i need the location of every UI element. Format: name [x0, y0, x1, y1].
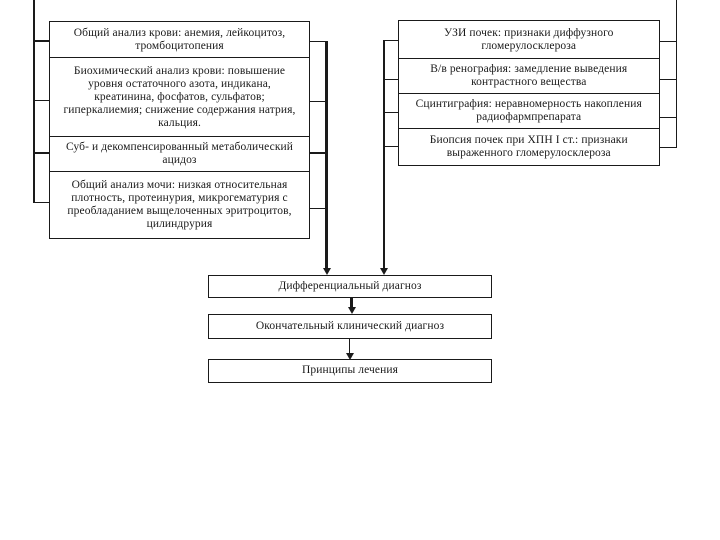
- box-kidney-biopsy: Биопсия почек при ХПН I ст.: признаки вы…: [398, 128, 660, 166]
- box-iv-renography: В/в ренография: замедление выведения кон…: [398, 58, 660, 95]
- connector-stub: [659, 146, 677, 148]
- box-label: Биохимический анализ крови: повышение ур…: [63, 64, 296, 129]
- box-label: В/в ренография: замедление выведения кон…: [430, 63, 628, 89]
- box-label: Дифференциальный диагноз: [278, 280, 422, 292]
- connector-stub: [659, 78, 677, 80]
- box-scintigraphy: Сцинтиграфия: неравномерность накопления…: [398, 93, 660, 130]
- box-general-urine-test: Общий анализ мочи: низкая относительная …: [49, 171, 310, 239]
- arrow-final-to-treatment: [348, 338, 350, 354]
- connector-stub: [659, 116, 677, 118]
- box-label: Биопсия почек при ХПН I ст.: признаки вы…: [429, 133, 628, 159]
- box-general-blood-test: Общий анализ крови: анемия, лейкоцитоз, …: [49, 21, 310, 59]
- arrowhead-down-icon: [345, 353, 354, 360]
- arrow-differential-to-final: [350, 297, 353, 308]
- connector-stub: [659, 40, 677, 42]
- connector-stub: [383, 78, 398, 80]
- box-kidney-ultrasound: УЗИ почек: признаки диффузного гломеруло…: [398, 20, 660, 60]
- connector-stub: [383, 39, 398, 41]
- box-biochemical-blood-test: Биохимический анализ крови: повышение ур…: [49, 57, 310, 138]
- connector-stub: [308, 152, 325, 154]
- box-metabolic-acidosis: Суб- и декомпенсированный метаболический…: [49, 136, 310, 173]
- connector-left-inner-thick: [325, 40, 328, 269]
- box-label: Общий анализ мочи: низкая относительная …: [67, 178, 292, 230]
- box-label: Сцинтиграфия: неравномерность накопления…: [415, 98, 642, 124]
- connector-stub: [308, 207, 325, 209]
- connector-stub: [383, 111, 398, 113]
- arrowhead-down-icon: [322, 268, 331, 275]
- connector-stub: [308, 100, 325, 102]
- connector-stub: [34, 99, 49, 101]
- connector-stub: [34, 201, 49, 203]
- box-differential-diagnosis: Дифференциальный диагноз: [208, 275, 492, 298]
- box-label: Принципы лечения: [301, 364, 399, 377]
- connector-right-inner-thin: [383, 39, 385, 269]
- box-label: Окончательный клинический диагноз: [255, 319, 445, 332]
- connector-right-outer-trunk: [675, 0, 677, 148]
- box-final-clinical-diagnosis: Окончательный клинический диагноз: [208, 314, 492, 339]
- connector-left-outer-trunk: [33, 0, 35, 203]
- box-label: УЗИ почек: признаки диффузного гломеруло…: [444, 26, 614, 52]
- box-treatment-principles: Принципы лечения: [208, 359, 492, 383]
- connector-stub: [308, 40, 325, 42]
- connector-stub: [383, 145, 398, 147]
- arrowhead-down-icon: [379, 268, 388, 275]
- arrowhead-down-icon: [347, 307, 356, 314]
- box-label: Суб- и декомпенсированный метаболический…: [65, 141, 294, 167]
- connector-stub: [34, 152, 49, 154]
- connector-stub: [34, 40, 49, 42]
- box-label: Общий анализ крови: анемия, лейкоцитоз, …: [73, 26, 286, 52]
